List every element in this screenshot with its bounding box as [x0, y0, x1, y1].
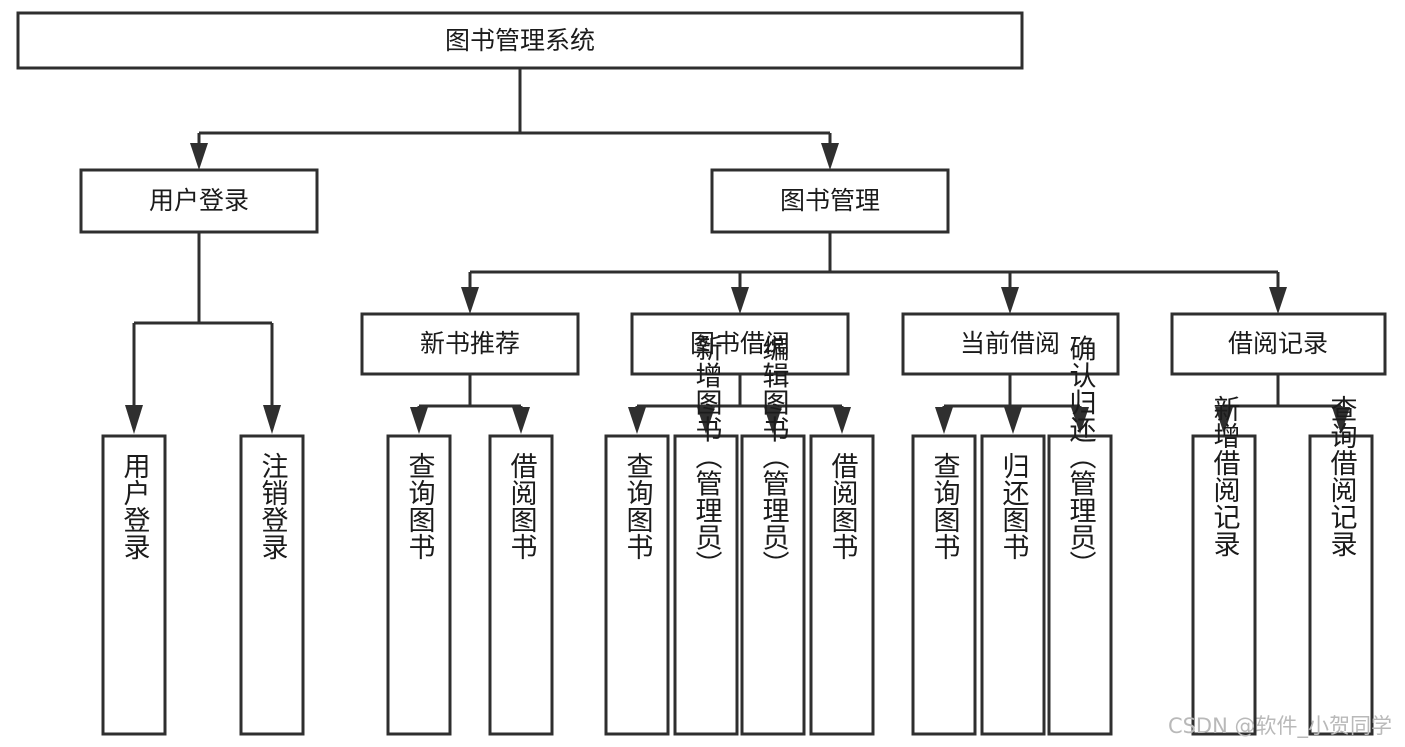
leaf-edit-book-label: 编辑图书（管理员） — [758, 334, 790, 577]
node-current-borrow-box[interactable] — [901, 312, 1120, 376]
connectors-new-book-recommend-to-leaves — [410, 374, 530, 434]
leaf-borrow-book-1[interactable]: 借阅图书 — [488, 434, 554, 736]
arrow-head-leaf-query-book-2 — [628, 407, 646, 434]
node-book-borrow-label: 图书借阅 — [690, 329, 790, 358]
leaf-user-login-box[interactable] — [101, 434, 167, 736]
arrow-head-new-book-recommend — [461, 287, 479, 314]
node-borrow-record-box[interactable] — [1170, 312, 1387, 376]
leaf-return-book-label: 归还图书 — [998, 452, 1030, 560]
node-book-manage-label: 图书管理 — [780, 186, 880, 215]
leaf-add-book[interactable]: 新增图书（管理员） — [673, 334, 739, 736]
arrow-head-leaf-return-book — [1004, 407, 1022, 434]
leaf-borrow-book-1-label: 借阅图书 — [506, 452, 538, 560]
node-current-borrow-label: 当前借阅 — [960, 329, 1060, 358]
leaf-query-book-1-label: 查询图书 — [404, 452, 436, 560]
arrow-head-book-manage — [821, 143, 839, 170]
node-root-label: 图书管理系统 — [445, 26, 595, 55]
leaf-user-login-label: 用户登录 — [119, 452, 151, 560]
node-book-manage[interactable]: 图书管理 — [710, 168, 950, 234]
leaf-query-record-box[interactable] — [1308, 434, 1374, 736]
leaf-query-book-1-box[interactable] — [386, 434, 452, 736]
arrow-head-leaf-logout-login — [263, 405, 281, 434]
leaf-edit-book-box[interactable] — [740, 434, 806, 736]
leaf-query-book-1[interactable]: 查询图书 — [386, 434, 452, 736]
leaf-add-record-label: 新增借阅记录 — [1209, 395, 1241, 557]
leaf-confirm-return[interactable]: 确认归还（管理员） — [1047, 334, 1113, 736]
leaf-borrow-book-2[interactable]: 借阅图书 — [809, 434, 875, 736]
leaf-add-record[interactable]: 新增借阅记录 — [1191, 395, 1257, 736]
node-borrow-record[interactable]: 借阅记录 — [1170, 312, 1387, 376]
arrow-head-leaf-borrow-book-1 — [512, 407, 530, 434]
leaf-query-book-3[interactable]: 查询图书 — [911, 434, 977, 736]
arrow-head-user-login — [190, 143, 208, 170]
connectors-root-to-level2 — [190, 68, 839, 170]
leaf-logout-login-box[interactable] — [239, 434, 305, 736]
leaf-return-book-box[interactable] — [980, 434, 1046, 736]
arrow-head-leaf-query-record — [1332, 407, 1350, 434]
connectors-user-login-to-leaves — [125, 232, 281, 434]
leaf-edit-book[interactable]: 编辑图书（管理员） — [740, 334, 806, 736]
arrow-head-borrow-record — [1269, 287, 1287, 314]
arrow-head-leaf-add-book — [697, 407, 715, 434]
leaf-add-book-box[interactable] — [673, 434, 739, 736]
leaf-logout-login[interactable]: 注销登录 — [239, 434, 305, 736]
leaf-logout-login-label: 注销登录 — [257, 452, 289, 560]
leaf-add-book-label: 新增图书（管理员） — [691, 334, 723, 577]
leaf-query-book-2-box[interactable] — [604, 434, 670, 736]
arrow-head-current-borrow — [1001, 287, 1019, 314]
node-user-login-label: 用户登录 — [149, 186, 249, 215]
arrow-head-leaf-borrow-book-2 — [833, 407, 851, 434]
connectors-current-borrow-to-leaves — [935, 374, 1089, 434]
node-book-borrow-box[interactable] — [630, 312, 850, 376]
leaf-borrow-book-1-box[interactable] — [488, 434, 554, 736]
node-new-book-recommend[interactable]: 新书推荐 — [360, 312, 580, 376]
leaf-query-record[interactable]: 查询借阅记录 — [1308, 395, 1374, 736]
arrow-head-leaf-edit-book — [764, 407, 782, 434]
node-book-manage-box[interactable] — [710, 168, 950, 234]
leaf-borrow-book-2-box[interactable] — [809, 434, 875, 736]
leaf-user-login[interactable]: 用户登录 — [101, 434, 167, 736]
node-borrow-record-label: 借阅记录 — [1228, 329, 1328, 358]
leaf-query-book-2[interactable]: 查询图书 — [604, 434, 670, 736]
node-current-borrow[interactable]: 当前借阅 — [901, 312, 1120, 376]
leaf-confirm-return-box[interactable] — [1047, 434, 1113, 736]
arrow-head-leaf-add-record — [1215, 407, 1233, 434]
connectors-borrow-record-to-leaves — [1215, 374, 1350, 434]
node-book-borrow[interactable]: 图书借阅 — [630, 312, 850, 376]
node-new-book-recommend-label: 新书推荐 — [420, 329, 520, 358]
leaf-borrow-book-2-label: 借阅图书 — [827, 452, 859, 560]
leaf-add-record-box[interactable] — [1191, 434, 1257, 736]
arrow-head-leaf-query-book-1 — [410, 407, 428, 434]
leaf-query-book-3-label: 查询图书 — [929, 452, 961, 560]
arrow-head-leaf-confirm-return — [1071, 407, 1089, 434]
node-root[interactable]: 图书管理系统 — [16, 11, 1024, 70]
leaf-query-book-3-box[interactable] — [911, 434, 977, 736]
leaf-return-book[interactable]: 归还图书 — [980, 434, 1046, 736]
connectors-book-borrow-to-leaves — [628, 374, 851, 434]
connectors-book-manage-to-level3 — [461, 232, 1287, 314]
arrow-head-leaf-query-book-3 — [935, 407, 953, 434]
node-user-login-box[interactable] — [79, 168, 319, 234]
node-new-book-recommend-box[interactable] — [360, 312, 580, 376]
leaf-confirm-return-label: 确认归还（管理员） — [1065, 334, 1097, 577]
arrow-head-book-borrow — [731, 287, 749, 314]
arrow-head-leaf-user-login — [125, 405, 143, 434]
leaf-query-book-2-label: 查询图书 — [622, 452, 654, 560]
node-user-login[interactable]: 用户登录 — [79, 168, 319, 234]
leaf-query-record-label: 查询借阅记录 — [1326, 395, 1358, 557]
csdn-watermark: CSDN @软件_小贺同学 — [1168, 714, 1392, 739]
node-root-box[interactable] — [16, 11, 1024, 70]
